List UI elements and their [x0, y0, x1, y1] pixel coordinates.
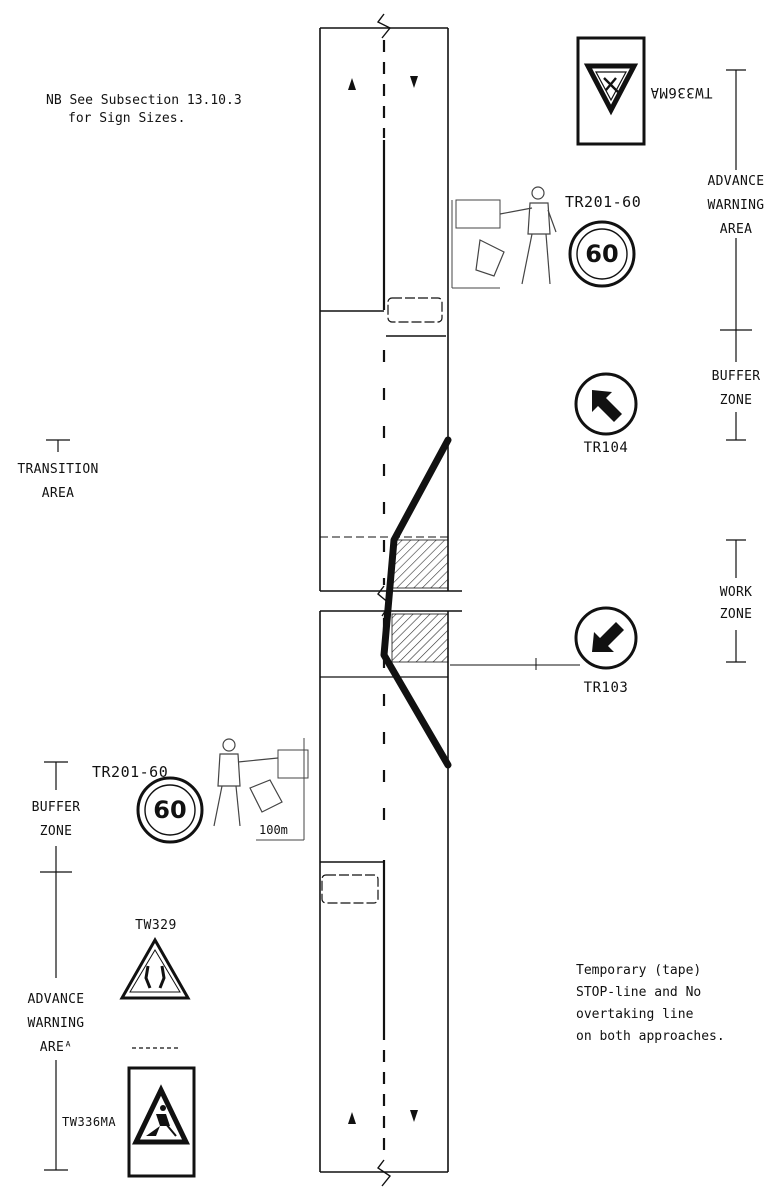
zone-advance-top-line1: ADVANCE: [707, 174, 765, 189]
zone-label-buffer-bottom: BUFFER ZONE: [20, 796, 92, 844]
zone-label-work: WORK ZONE: [708, 582, 764, 626]
zone-advance-bottom-line1: ADVANCE: [27, 992, 85, 1007]
sign-size-note-line2: for Sign Sizes.: [68, 111, 186, 126]
lane-arrow-down-bottom: [410, 1110, 418, 1122]
lane-arrow-down-top: [410, 76, 418, 88]
sign-size-note-line1: NB See Subsection 13.10.3: [46, 93, 242, 108]
speed-limit-sign-top: [568, 220, 636, 288]
zone-work-line1: WORK: [719, 585, 753, 600]
tr104-sign: [574, 372, 638, 436]
tr201-top-label: TR201-60: [565, 193, 642, 211]
zone-label-advance-warning-bottom: ADVANCE WARNING AREᴬ: [16, 988, 96, 1060]
tr201-top-speed: 60: [585, 240, 619, 268]
tr201-bottom-speed: 60: [153, 796, 187, 824]
tr103-sign: [574, 606, 638, 670]
zone-transition-line2: AREA: [41, 486, 75, 501]
tape-note-line4: on both approaches.: [576, 1029, 725, 1044]
zone-buffer-bottom-line1: BUFFER: [31, 800, 81, 815]
tape-note-line1: Temporary (tape): [576, 963, 702, 978]
tw336ma-sign-top: [576, 36, 646, 146]
zone-advance-top-line2: WARNING: [707, 198, 765, 213]
zone-label-buffer-top: BUFFER ZONE: [706, 365, 766, 413]
tape-note-line3: overtaking line: [576, 1007, 694, 1022]
zone-label-transition: TRANSITION AREA: [6, 458, 110, 506]
work-area-hatched-upper: [391, 539, 449, 589]
tw329-label: TW329: [135, 918, 177, 933]
tr104-label: TR104: [583, 440, 629, 456]
tape-stop-line-note: Temporary (tape) STOP-line and No overta…: [576, 960, 725, 1048]
stopped-vehicle-top: [387, 297, 443, 323]
flagger-figure-bottom: [213, 738, 309, 841]
stopped-vehicle-bottom: [321, 874, 379, 904]
zone-advance-top-line3: AREA: [719, 222, 753, 237]
cone-taper: [380, 436, 452, 769]
tape-note-line2: STOP-line and No: [576, 985, 702, 1000]
flagger-figure-top: [451, 186, 557, 289]
break-symbol-bottom: [376, 1159, 392, 1187]
speed-limit-sign-bottom: [136, 776, 204, 844]
zone-buffer-bottom-line2: ZONE: [39, 824, 73, 839]
tr201-bottom-label: TR201-60: [92, 763, 169, 781]
flagger-distance-label: 100m: [259, 823, 288, 837]
lane-arrow-up-top: [348, 78, 356, 90]
tr103-label: TR103: [583, 680, 629, 696]
tw336ma-top-label: TW336MA: [650, 84, 713, 100]
break-symbol-top: [376, 13, 392, 39]
zone-label-advance-warning-top: ADVANCE WARNING AREA: [696, 170, 776, 242]
zone-advance-bottom-line3: AREᴬ: [39, 1040, 73, 1055]
tw336ma-sign-bottom: [127, 1066, 196, 1178]
sign-size-note: NB See Subsection 13.10.3 for Sign Sizes…: [46, 92, 242, 128]
tw329-sign: [119, 936, 191, 1000]
zone-advance-bottom-line2: WARNING: [27, 1016, 85, 1031]
zone-transition-line1: TRANSITION: [17, 462, 99, 477]
zone-work-line2: ZONE: [719, 607, 753, 622]
zone-buffer-top-line1: BUFFER: [711, 369, 761, 384]
work-area-hatched-lower: [391, 613, 449, 663]
tw336ma-bottom-label: TW336MA: [62, 1115, 117, 1129]
lane-arrow-up-bottom: [348, 1112, 356, 1124]
zone-buffer-top-line2: ZONE: [719, 393, 753, 408]
